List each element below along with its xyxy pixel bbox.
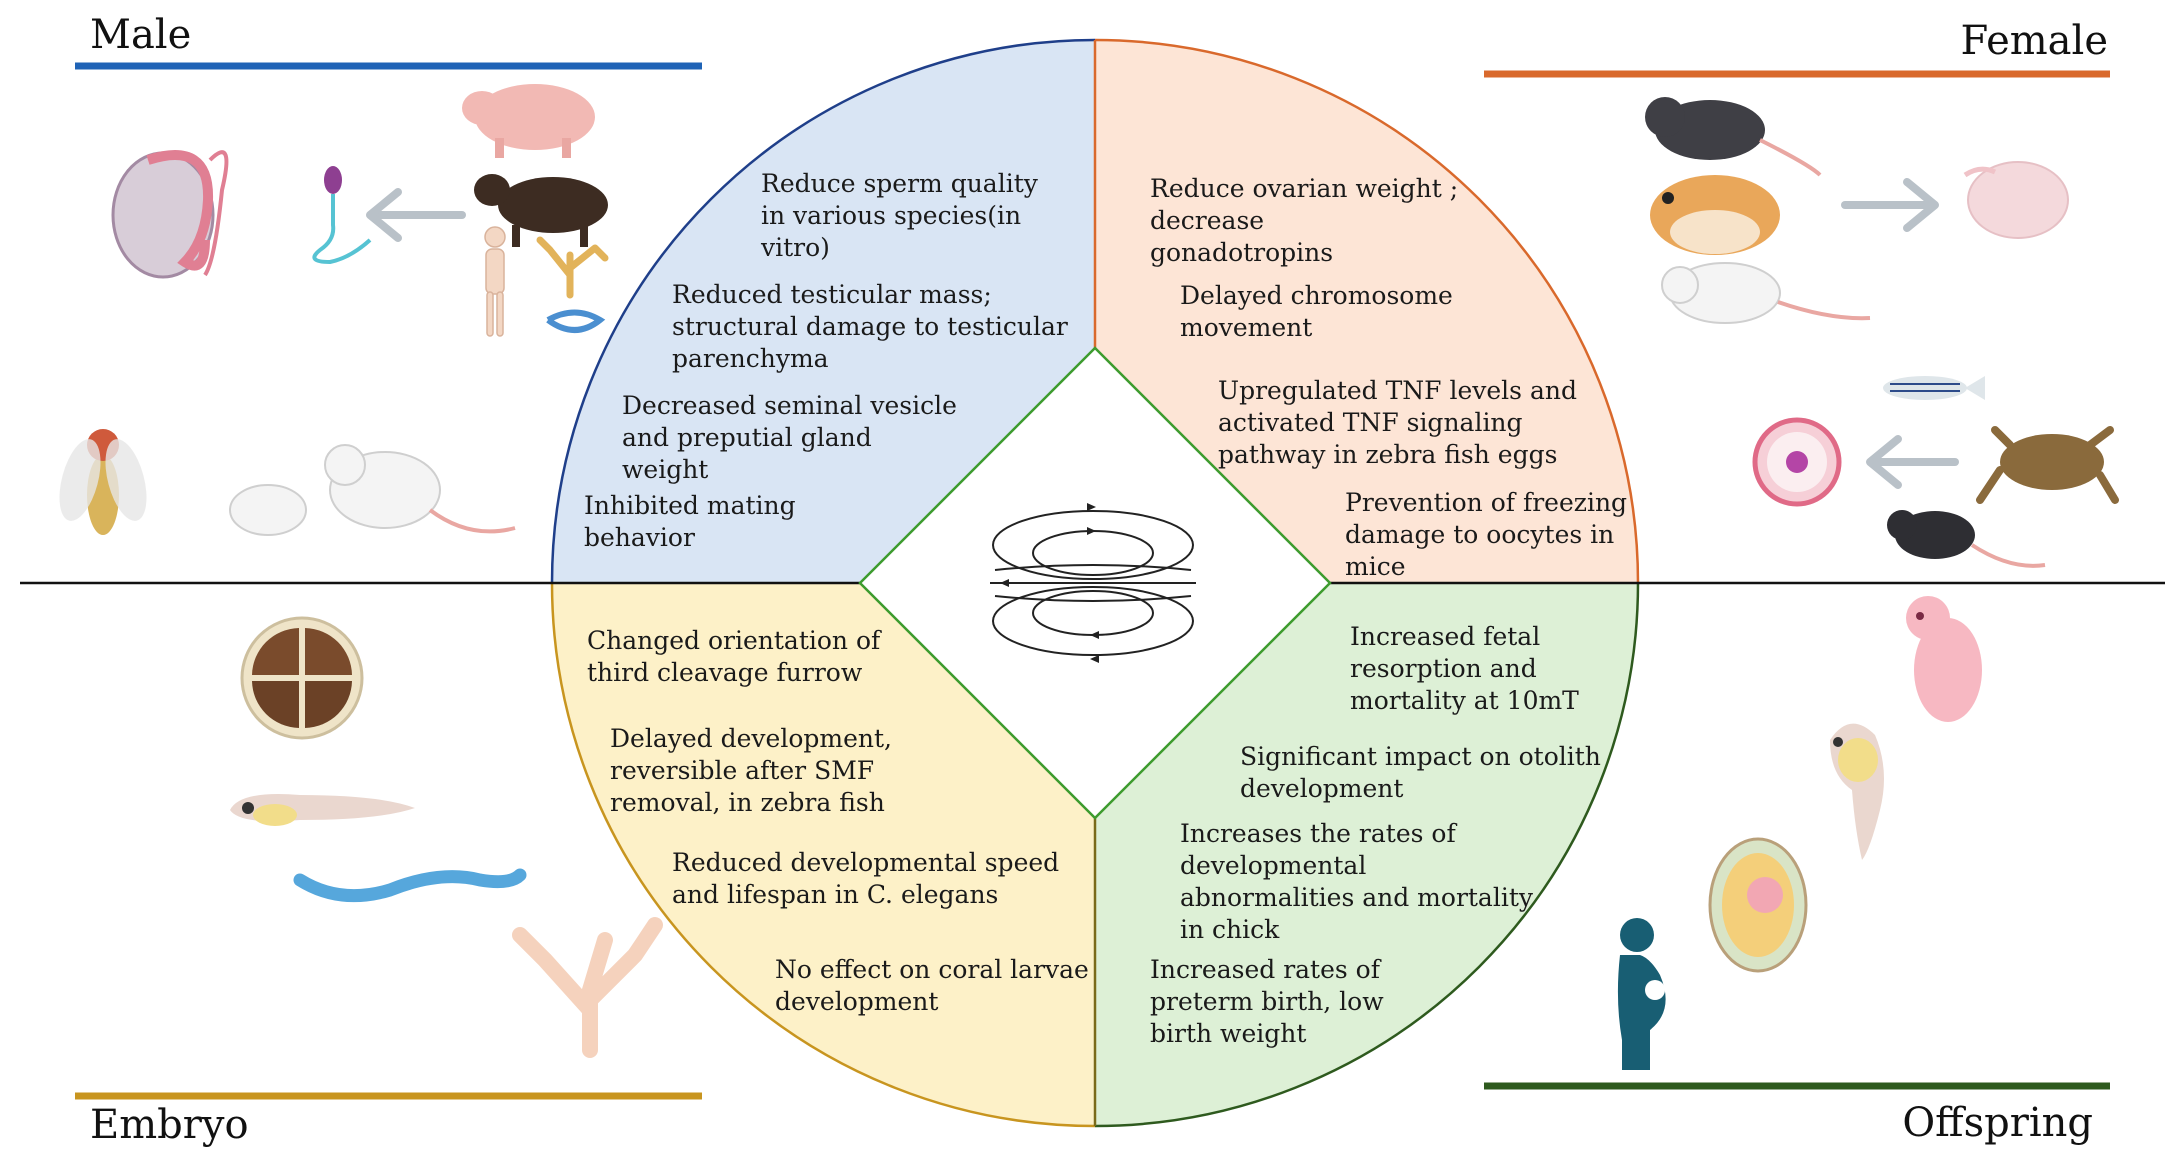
male-effect-line: structural damage to testicular (672, 312, 1068, 341)
embryo-effect-line: Reduced developmental speed (672, 848, 1059, 877)
female-effect-line: gonadotropins (1150, 238, 1333, 267)
zebrafish-larva-icon (230, 794, 415, 826)
offspring-effect-line: abnormalities and mortality (1180, 883, 1534, 912)
female-effect-line: pathway in zebra fish eggs (1218, 440, 1557, 469)
pregnant-woman-icon (1617, 918, 1666, 1070)
female-effect-line: Prevention of freezing (1345, 488, 1627, 517)
female-effect-line: activated TNF signaling (1218, 408, 1523, 437)
four-cell-embryo-icon (240, 616, 364, 740)
male-icons (59, 84, 609, 536)
embryo-effects: Changed orientation of third cleavage fu… (587, 626, 1089, 1016)
embryo-icons (230, 616, 663, 1058)
chick-embryo-icon (1708, 837, 1808, 973)
quadrant-circle (550, 38, 1640, 1128)
female-label: Female (1961, 18, 2108, 64)
offspring-effect-line: Increased fetal (1350, 622, 1540, 651)
offspring-effect-line: mortality at 10mT (1350, 686, 1579, 715)
sperm-icon (312, 166, 372, 265)
offspring-effect-line: resorption and (1350, 654, 1537, 683)
newborn-mouse-icon (1906, 596, 1982, 722)
offspring-effect-line: Increases the rates of (1180, 819, 1457, 848)
male-effect-line: Decreased seminal vesicle (622, 391, 957, 420)
fish-embryo-icon (1830, 723, 1884, 860)
white-mouse-icon (1661, 262, 1871, 324)
field-arrows (1000, 503, 1099, 663)
testis-icon (111, 150, 229, 279)
female-effect-line: Reduce ovarian weight ; (1150, 174, 1458, 203)
arrow-left-icon (1866, 435, 1959, 489)
male-effect-line: Inhibited mating (584, 491, 796, 520)
offspring-effect-line: developmental (1180, 851, 1366, 880)
female-effect-line: decrease (1150, 206, 1264, 235)
male-effect-line: behavior (584, 523, 695, 552)
embryo-effect-line: No effect on coral larvae (775, 955, 1089, 984)
coral-larva-icon (512, 917, 663, 1058)
female-quadrant (1095, 40, 1638, 583)
male-effect-line: and preputial gland (622, 423, 872, 452)
fruit-fly-icon (59, 429, 147, 535)
ovary-icon (1963, 161, 2069, 239)
male-effect-line: in various species(in (761, 201, 1021, 230)
female-effect-line: movement (1180, 313, 1312, 342)
embryo-label: Embryo (90, 1102, 249, 1148)
offspring-effect-line: birth weight (1150, 1019, 1306, 1048)
female-effect-line: damage to oocytes in (1345, 520, 1614, 549)
female-effect-line: Delayed chromosome (1180, 281, 1453, 310)
human-icon (484, 226, 506, 337)
male-effect-line: parenchyma (672, 344, 829, 373)
frog-icon (1976, 426, 2119, 504)
embryo-effect-line: third cleavage furrow (587, 658, 863, 687)
male-effect-line: Reduce sperm quality (761, 169, 1039, 198)
rat-icon (1645, 97, 1822, 177)
arrow-right-icon (1841, 178, 1939, 232)
male-effect-line: Reduced testicular mass; (672, 280, 992, 309)
embryo-quadrant (552, 583, 1095, 1126)
male-label: Male (90, 12, 191, 58)
hamster-icon (1650, 175, 1780, 255)
oocyte-icon (1752, 417, 1842, 507)
c-elegans-icon (293, 868, 527, 903)
offspring-quadrant (1095, 583, 1638, 1126)
male-arc (550, 38, 1096, 584)
male-effect-line: weight (622, 455, 708, 484)
embryo-effect-line: removal, in zebra fish (610, 788, 885, 817)
zebrafish-icon (1883, 376, 1985, 400)
embryo-effect-line: reversible after SMF (610, 756, 874, 785)
embryo-arc (550, 582, 1096, 1128)
offspring-arc (1094, 582, 1640, 1128)
offspring-effect-line: Significant impact on otolith (1240, 742, 1601, 771)
offspring-effect-line: preterm birth, low (1150, 987, 1384, 1016)
arrow-left-icon (366, 188, 466, 242)
embryo-effect-line: Changed orientation of (587, 626, 882, 655)
worm-icon (546, 309, 606, 333)
pig-icon (462, 84, 595, 158)
offspring-label: Offspring (1902, 1100, 2093, 1146)
female-effects: Reduce ovarian weight ; decrease gonadot… (1150, 174, 1627, 581)
male-effect-line: vitro) (760, 233, 830, 262)
magnet-field-lines-icon (990, 510, 1196, 656)
embryo-effect-line: development (775, 987, 938, 1016)
mice-icon (229, 444, 516, 536)
female-effect-line: Upregulated TNF levels and (1218, 376, 1577, 405)
male-quadrant (552, 40, 1095, 583)
black-mouse-icon (1887, 510, 2046, 568)
coral-icon (536, 236, 609, 299)
magnetic-field-diamond (858, 346, 1332, 820)
embryo-effect-line: and lifespan in C. elegans (672, 880, 998, 909)
offspring-icons (1617, 596, 1982, 1070)
bull-icon (474, 174, 608, 247)
offspring-effect-line: in chick (1180, 915, 1280, 944)
female-icons (1645, 97, 2119, 568)
female-arc (1094, 38, 1640, 584)
offspring-effect-line: development (1240, 774, 1403, 803)
embryo-effect-line: Delayed development, (610, 724, 892, 753)
offspring-effects: Increased fetal resorption and mortality… (1150, 622, 1601, 1048)
offspring-effect-line: Increased rates of (1150, 955, 1382, 984)
female-effect-line: mice (1345, 552, 1406, 581)
male-effects: Reduce sperm quality in various species(… (584, 169, 1068, 552)
